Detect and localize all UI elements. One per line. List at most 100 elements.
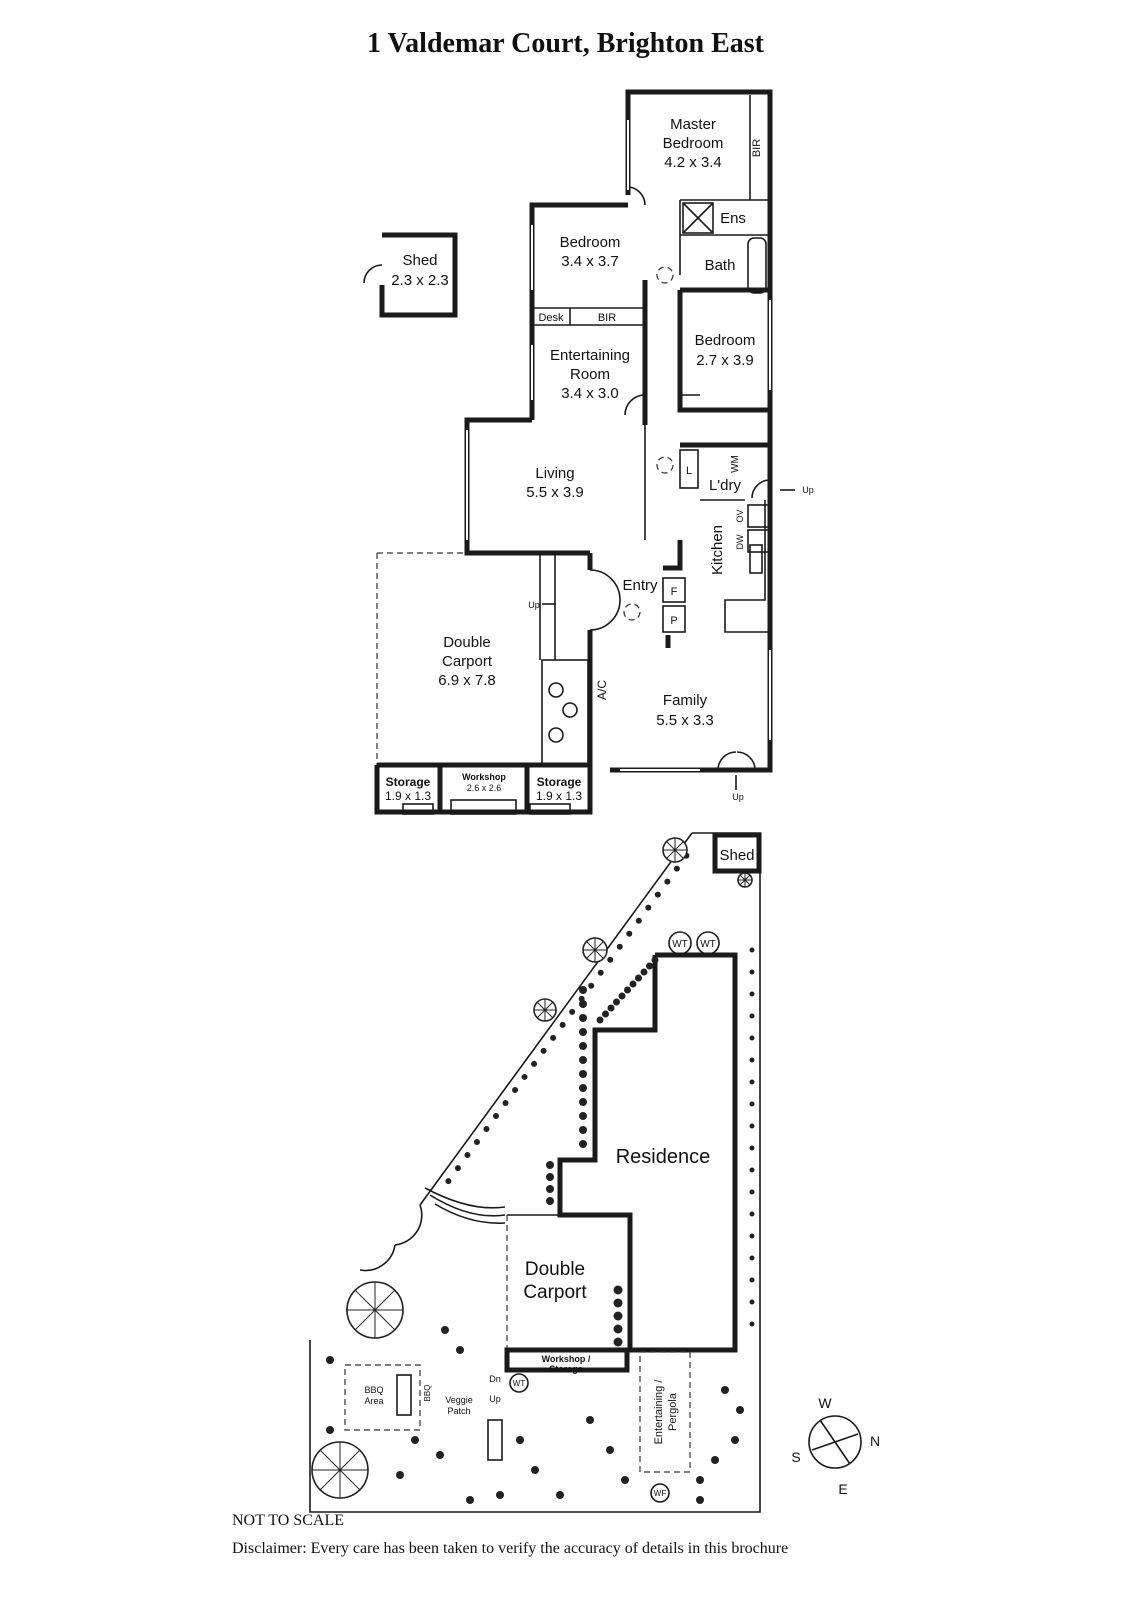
shrub-dot bbox=[749, 1013, 755, 1019]
shrub-dot bbox=[454, 1165, 461, 1172]
laundry-label: L'dry bbox=[709, 477, 742, 494]
shrub-dot bbox=[749, 1321, 755, 1327]
door-swings bbox=[589, 186, 771, 771]
shrub-dot bbox=[512, 1086, 519, 1093]
shrub-dot bbox=[749, 947, 755, 953]
shrub-dot bbox=[606, 1446, 614, 1454]
site-labels: Shed WT WT Residence Double Carport Work… bbox=[364, 847, 755, 1503]
shrub-dot bbox=[569, 1008, 576, 1015]
shrub-dot bbox=[749, 1123, 755, 1129]
shrub-dot bbox=[618, 992, 626, 1000]
shrub-dot bbox=[396, 1471, 404, 1479]
workshop-label: Workshop bbox=[462, 772, 506, 782]
shrub-dot bbox=[588, 982, 595, 989]
shrub-dot bbox=[664, 878, 671, 885]
pantry-label: P bbox=[670, 615, 677, 627]
not-to-scale-note: NOT TO SCALE bbox=[232, 1512, 345, 1529]
tree-branch bbox=[666, 841, 676, 851]
shrub-dot bbox=[441, 1326, 449, 1334]
shrub-dot bbox=[749, 991, 755, 997]
shrub-dot bbox=[559, 1021, 566, 1028]
workshop-storage-label: Workshop / bbox=[542, 1354, 591, 1364]
shrub-dot bbox=[516, 1436, 524, 1444]
fridge-label: F bbox=[671, 586, 678, 598]
shrub-dot bbox=[736, 1406, 744, 1414]
shrub-dot bbox=[579, 1028, 587, 1036]
desk-label: Desk bbox=[538, 312, 564, 324]
shrub-dot bbox=[749, 1189, 755, 1195]
tree-branch bbox=[586, 941, 596, 951]
tree-branch bbox=[544, 1001, 554, 1011]
shrub-dot bbox=[621, 1476, 629, 1484]
entertaining-pergola-label-2: Pergola bbox=[667, 1392, 679, 1431]
shrub-dot bbox=[602, 1010, 609, 1018]
shrub-dot bbox=[579, 1140, 587, 1148]
shrub-dot bbox=[721, 1386, 729, 1394]
tree-branch bbox=[594, 941, 604, 951]
shrub-dot bbox=[696, 1496, 704, 1504]
shrub-dot bbox=[749, 1145, 755, 1151]
carport-label-2: Carport bbox=[442, 653, 493, 670]
shrub-dot bbox=[645, 904, 652, 911]
shrub-dot bbox=[502, 1099, 509, 1106]
shrub-dot bbox=[613, 1311, 623, 1321]
disclaimer: Disclaimer: Every care has been taken to… bbox=[232, 1540, 789, 1557]
shrub-dot bbox=[635, 974, 642, 982]
tree-branch bbox=[544, 1009, 554, 1019]
site-up-label: Up bbox=[489, 1394, 501, 1404]
tree-branch bbox=[744, 874, 751, 881]
shrub-dot bbox=[579, 1056, 587, 1064]
shrub-dot bbox=[613, 1285, 623, 1295]
shrub-dot bbox=[546, 1197, 554, 1205]
shrub-dot bbox=[749, 1299, 755, 1305]
shrub-dot bbox=[456, 1346, 464, 1354]
shrub-dot bbox=[607, 956, 614, 963]
tree-branch bbox=[354, 1289, 376, 1311]
shrub-dot bbox=[696, 1476, 704, 1484]
compass-e: E bbox=[838, 1481, 847, 1497]
entertaining-room-label: Entertaining bbox=[550, 347, 630, 364]
tree-branch bbox=[339, 1469, 361, 1491]
shrub-dot bbox=[546, 1161, 554, 1169]
shrub-dot bbox=[597, 969, 604, 976]
living-size: 5.5 x 3.9 bbox=[526, 484, 584, 501]
shrub-dot bbox=[749, 1057, 755, 1063]
shrub-dot bbox=[464, 1152, 471, 1159]
shrub-dot bbox=[616, 943, 623, 950]
laundry-l-label: L bbox=[686, 465, 692, 477]
up-label-laundry: Up bbox=[802, 485, 814, 495]
living-label: Living bbox=[535, 465, 574, 482]
shrub-dot bbox=[646, 962, 653, 970]
bedroom-1-size: 3.4 x 3.7 bbox=[561, 253, 619, 270]
tree-branch bbox=[354, 1309, 376, 1331]
shrub-dot bbox=[624, 986, 631, 994]
storage-right-label: Storage bbox=[537, 775, 582, 789]
bbq-label: BBQ bbox=[423, 1385, 432, 1402]
up-label-carport: Up bbox=[528, 600, 540, 610]
bbq-area-label: BBQ bbox=[364, 1385, 383, 1395]
bath-label: Bath bbox=[705, 257, 736, 274]
shrub-dot bbox=[749, 1101, 755, 1107]
shrub-dot bbox=[613, 1298, 623, 1308]
compass-n: N bbox=[870, 1433, 880, 1449]
shrub-dot bbox=[579, 1112, 587, 1120]
shrub-dot bbox=[540, 1047, 547, 1054]
shrub-dot bbox=[731, 1436, 739, 1444]
tree-branch bbox=[536, 1001, 546, 1011]
up-label-family: Up bbox=[732, 792, 744, 802]
shrub-dot bbox=[711, 1456, 719, 1464]
shrub-dot bbox=[579, 1000, 587, 1008]
wt-label-1: WT bbox=[672, 939, 688, 950]
site-trees bbox=[311, 837, 755, 1504]
site-carport-label-2: Carport bbox=[523, 1282, 587, 1303]
ac-label: A/C bbox=[595, 680, 609, 700]
family-size: 5.5 x 3.3 bbox=[656, 712, 714, 729]
bedroom-bir-label: BIR bbox=[598, 312, 616, 324]
shrub-dot bbox=[579, 986, 587, 994]
shrub-dot bbox=[749, 1211, 755, 1217]
ov-label: OV bbox=[735, 509, 745, 522]
shrub-dot bbox=[640, 968, 648, 976]
wt-label-2: WT bbox=[700, 939, 716, 950]
carport-label: Double bbox=[443, 634, 491, 651]
